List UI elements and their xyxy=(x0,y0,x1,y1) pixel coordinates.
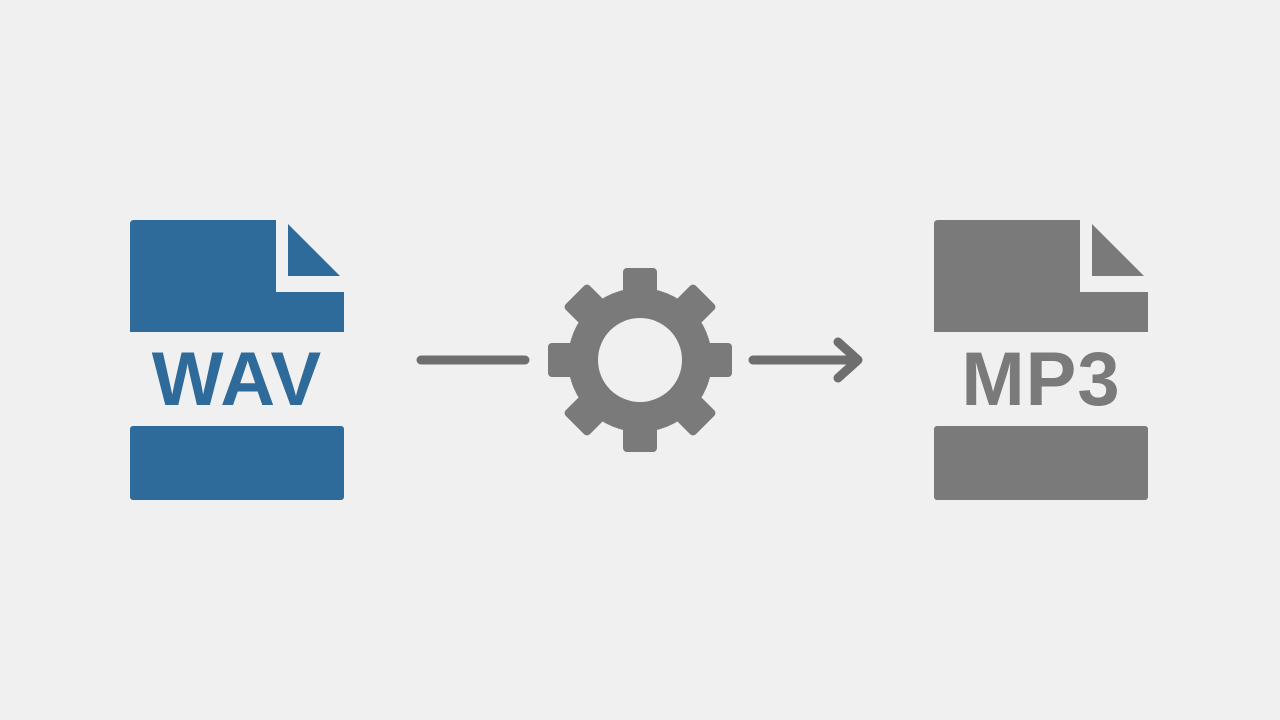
arrow-right-icon xyxy=(748,337,863,383)
mp3-file-icon: MP3 xyxy=(934,220,1148,500)
mp3-file-shape xyxy=(934,220,1148,500)
mp3-label: MP3 xyxy=(961,337,1121,422)
connector-line xyxy=(416,355,530,365)
wav-file-icon: WAV xyxy=(130,220,344,500)
wav-file-shape xyxy=(130,220,344,500)
wav-label: WAV xyxy=(151,337,323,422)
gear-icon xyxy=(548,268,732,452)
